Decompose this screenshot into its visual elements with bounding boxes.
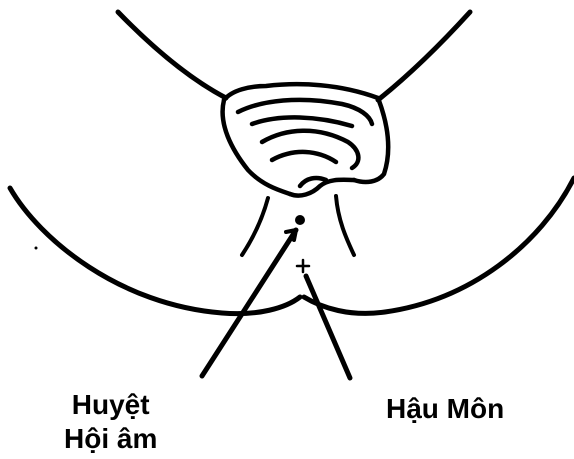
acupoint-label-line2: Hội âm [64,422,157,456]
left-thigh-outline [118,12,226,98]
print-speck [35,247,38,250]
acupoint-leader-line [202,230,296,376]
anus-label: Hậu Môn [386,392,504,426]
right-buttock-outline [304,178,574,313]
acupoint-label-line1: Huyệt [64,388,157,422]
acupoint-label: Huyệt Hội âm [64,388,157,456]
anus-leader-line [306,276,350,378]
genital-outline [223,84,389,195]
perineum-left-line [242,198,268,255]
right-thigh-outline [378,12,470,100]
perineum-right-line [336,196,354,255]
acupoint-dot [295,215,305,225]
anus-plus-marker [297,260,309,272]
